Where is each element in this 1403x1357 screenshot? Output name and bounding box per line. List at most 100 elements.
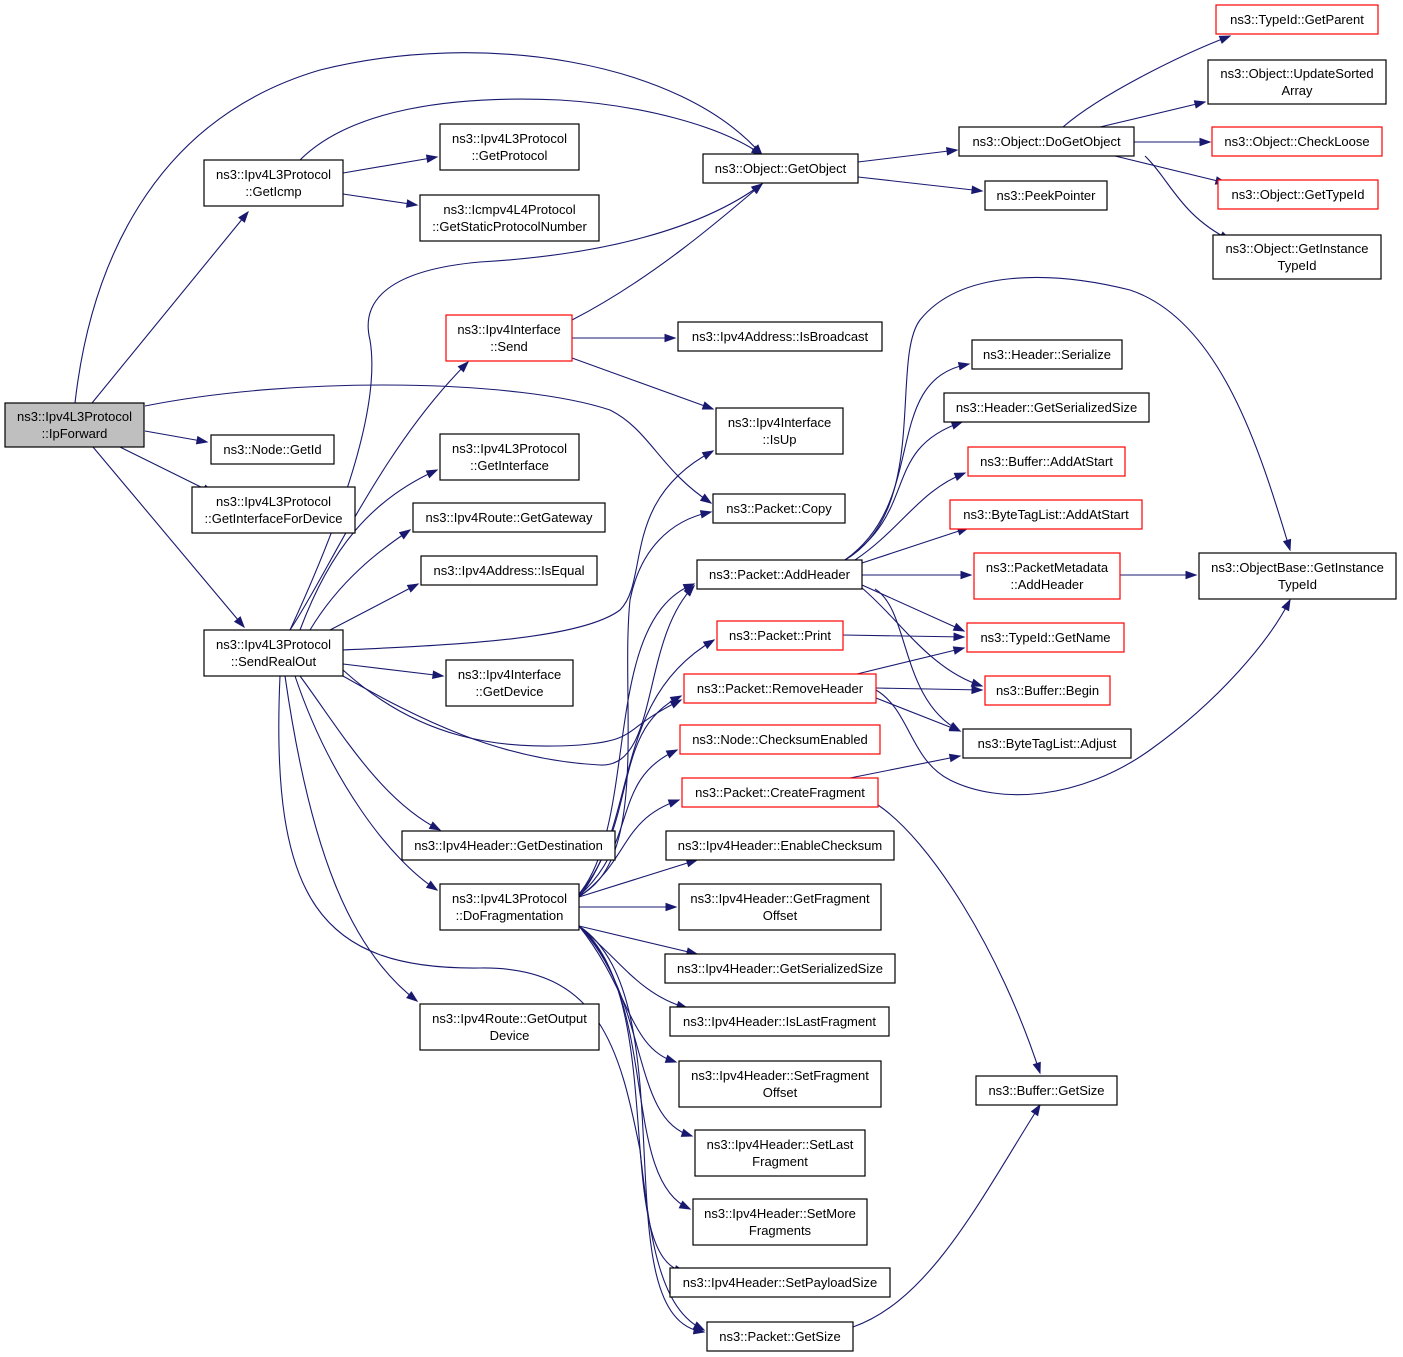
node-label-line: ns3::TypeId::GetName — [980, 630, 1110, 645]
node-sendrealout[interactable]: ns3::Ipv4L3Protocol::SendRealOut — [203, 629, 344, 677]
node-label-line: ns3::PacketMetadata — [986, 560, 1109, 575]
edge-line — [854, 472, 966, 561]
edge-addheader-to-hgetserialized — [844, 421, 964, 561]
node-label-line: ns3::Ipv4Header::SetLast — [707, 1137, 854, 1152]
node-setpayload[interactable]: ns3::Ipv4Header::SetPayloadSize — [669, 1267, 891, 1298]
node-box — [692, 1198, 868, 1246]
node-hgetserialized[interactable]: ns3::Header::GetSerializedSize — [943, 392, 1150, 423]
node-isup[interactable]: ns3::Ipv4Interface::IsUp — [715, 407, 844, 455]
node-checkloose[interactable]: ns3::Object::CheckLoose — [1211, 126, 1383, 157]
node-packetcopy[interactable]: ns3::Packet::Copy — [712, 493, 846, 524]
node-label-line: ::AddHeader — [1011, 577, 1085, 592]
edge-removeheader-to-bufferbegin — [875, 685, 984, 695]
node-removeheader[interactable]: ns3::Packet::RemoveHeader — [683, 673, 877, 704]
edge-createfragment-to-buffergetsize — [877, 804, 1041, 1075]
node-isequal[interactable]: ns3::Ipv4Address::IsEqual — [420, 555, 598, 586]
node-icmpstatic[interactable]: ns3::Icmpv4L4Protocol::GetStaticProtocol… — [419, 194, 600, 242]
node-bufferbegin[interactable]: ns3::Buffer::Begin — [984, 675, 1111, 706]
node-dogetobject[interactable]: ns3::Object::DoGetObject — [958, 126, 1135, 157]
node-typeidgetname[interactable]: ns3::TypeId::GetName — [966, 622, 1125, 653]
node-label-line: ns3::Object::UpdateSorted — [1220, 66, 1373, 81]
edge-arrowhead — [701, 401, 715, 410]
node-label-line: ::GetDevice — [476, 684, 544, 699]
node-box — [439, 123, 580, 171]
edge-line — [874, 588, 961, 732]
node-label-line: ns3::Ipv4Header::SetFragment — [691, 1068, 869, 1083]
node-box — [975, 1075, 1118, 1106]
edge-arrowhead — [432, 670, 445, 680]
node-btladdatstart[interactable]: ns3::ByteTagList::AddAtStart — [949, 499, 1143, 530]
node-label-line: ::DoFragmentation — [456, 908, 564, 923]
node-box — [191, 486, 356, 534]
node-islastfrag[interactable]: ns3::Ipv4Header::IsLastFragment — [669, 1006, 890, 1037]
edge-sendrealout-to-getdestination — [299, 675, 442, 831]
node-label-line: ns3::Ipv4Interface — [458, 667, 561, 682]
edge-arrowhead — [1193, 100, 1207, 109]
node-label-line: ::SendRealOut — [231, 654, 317, 669]
node-gettypeid[interactable]: ns3::Object::GetTypeId — [1217, 179, 1379, 210]
node-getifdevice[interactable]: ns3::Ipv4L3Protocol::GetInterfaceForDevi… — [191, 486, 356, 534]
node-enablechecksum[interactable]: ns3::Ipv4Header::EnableChecksum — [665, 830, 895, 861]
node-label-line: ns3::Ipv4L3Protocol — [452, 891, 567, 906]
node-addheader[interactable]: ns3::Packet::AddHeader — [696, 559, 863, 590]
node-print[interactable]: ns3::Packet::Print — [716, 620, 844, 651]
edge-sendrealout-to-getobject — [289, 183, 764, 631]
node-ifgetdevice[interactable]: ns3::Ipv4Interface::GetDevice — [445, 659, 574, 707]
node-addatstart[interactable]: ns3::Buffer::AddAtStart — [967, 446, 1126, 477]
node-getdestination[interactable]: ns3::Ipv4Header::GetDestination — [401, 830, 616, 861]
node-pmaddheader[interactable]: ns3::PacketMetadata::AddHeader — [973, 552, 1121, 600]
edge-line — [342, 663, 444, 677]
edge-arrowhead — [678, 1200, 692, 1210]
node-btladjust[interactable]: ns3::ByteTagList::Adjust — [962, 728, 1132, 759]
node-getobject[interactable]: ns3::Object::GetObject — [702, 153, 859, 184]
node-nodegetid[interactable]: ns3::Node::GetId — [210, 434, 335, 465]
node-dofrag[interactable]: ns3::Ipv4L3Protocol::DoFragmentation — [439, 883, 580, 931]
edge-arrowhead — [692, 1325, 706, 1335]
node-peekpointer[interactable]: ns3::PeekPointer — [984, 180, 1108, 211]
node-box — [694, 1129, 866, 1177]
node-box — [702, 153, 859, 184]
node-getgateway[interactable]: ns3::Ipv4Route::GetGateway — [412, 502, 606, 533]
node-getparent[interactable]: ns3::TypeId::GetParent — [1215, 4, 1379, 35]
node-label-line: ns3::Object::DoGetObject — [972, 134, 1121, 149]
node-buffergetsize[interactable]: ns3::Buffer::GetSize — [975, 1075, 1118, 1106]
node-ipforward[interactable]: ns3::Ipv4L3Protocol::IpForward — [4, 402, 145, 448]
node-isbroadcast[interactable]: ns3::Ipv4Address::IsBroadcast — [677, 321, 883, 352]
node-createfragment[interactable]: ns3::Packet::CreateFragment — [681, 777, 879, 808]
node-ifsend[interactable]: ns3::Ipv4Interface::Send — [445, 314, 573, 362]
edge-ipforward-to-sendrealout — [92, 446, 245, 629]
node-label-line: ::GetIcmp — [245, 184, 301, 199]
node-box — [1198, 552, 1397, 600]
node-getserialized4[interactable]: ns3::Ipv4Header::GetSerializedSize — [664, 953, 896, 984]
edge-dogetobject-to-checkloose — [1134, 137, 1212, 147]
node-label-line: ns3::Ipv4Header::GetFragment — [690, 891, 870, 906]
edge-sendrealout-to-dofrag — [294, 675, 439, 891]
node-checksumenabled[interactable]: ns3::Node::ChecksumEnabled — [679, 724, 881, 755]
edge-line — [861, 584, 965, 632]
node-label-line: ns3::ByteTagList::Adjust — [978, 736, 1117, 751]
node-box — [679, 724, 881, 755]
edge-line — [578, 925, 698, 955]
node-getprotocol[interactable]: ns3::Ipv4L3Protocol::GetProtocol — [439, 123, 580, 171]
node-hserialize[interactable]: ns3::Header::Serialize — [971, 339, 1123, 370]
node-box — [949, 499, 1143, 530]
node-packetgetsize[interactable]: ns3::Packet::GetSize — [706, 1321, 854, 1352]
node-geticmp[interactable]: ns3::Ipv4L3Protocol::GetIcmp — [203, 159, 344, 207]
edge-line — [289, 361, 469, 631]
edge-addheader-to-hserialize — [844, 362, 971, 561]
edge-ifsend-to-isbroadcast — [572, 333, 677, 343]
node-label-line: ns3::Ipv4L3Protocol — [216, 637, 331, 652]
edge-arrowhead — [1032, 1061, 1041, 1075]
node-label-line: Offset — [763, 908, 798, 923]
node-getinterface[interactable]: ns3::Ipv4L3Protocol::GetInterface — [439, 433, 580, 481]
edge-arrowhead — [1199, 137, 1212, 147]
